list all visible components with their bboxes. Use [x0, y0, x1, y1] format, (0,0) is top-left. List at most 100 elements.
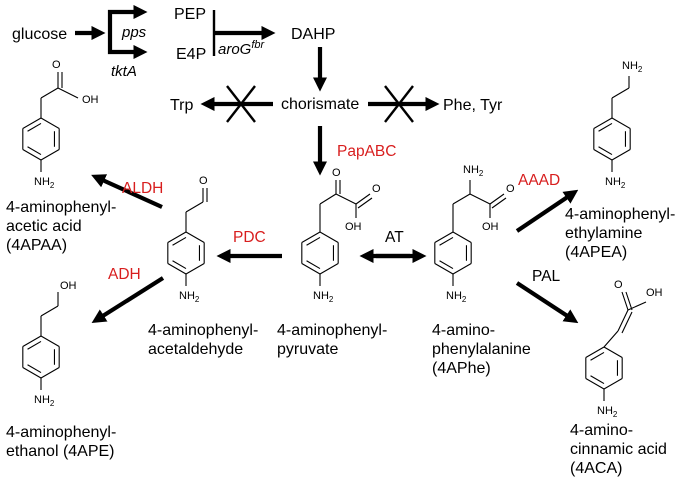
pyr-ring-double	[306, 236, 321, 246]
pal-label: PAL	[532, 268, 561, 285]
ald-nh2-sub: 2	[195, 295, 200, 304]
phe-ca	[452, 193, 471, 205]
aldh-label: ALDH	[122, 180, 163, 197]
ald-ring-bond	[167, 231, 187, 243]
e4p-label: E4P	[176, 46, 206, 63]
pyr-o: O	[332, 167, 341, 179]
pyr-o2: O	[372, 183, 381, 195]
pyr-ring-bond	[301, 263, 321, 275]
aca-name-line2: cinnamic acid	[570, 441, 667, 458]
ape-ring-bond	[40, 367, 60, 379]
aca-ring-double	[590, 351, 605, 361]
at-label: AT	[385, 229, 404, 246]
phe-block-cross-b	[384, 85, 414, 123]
pyr-ring-bond	[319, 263, 339, 275]
aca-co-a	[621, 291, 629, 311]
ald-c1	[185, 201, 204, 213]
ape-name: 4-aminophenyl- ethanol (4APE)	[6, 424, 121, 460]
apea-nh2-sub: 2	[621, 181, 626, 190]
aca-ring-bond	[585, 378, 605, 390]
pyr-co2-b	[357, 197, 373, 209]
phe-nh2: NH2	[463, 164, 484, 178]
trp-block-cross-b	[226, 85, 256, 123]
chorismate-label: chorismate	[281, 96, 359, 113]
aroG-label: aroGfbr	[218, 39, 266, 58]
aca-name-line3: (4ACA)	[570, 460, 622, 477]
apea-name-line3: (4APEA)	[565, 244, 627, 261]
apaa-name-line3: (4APAA)	[6, 237, 67, 254]
ald-nh2: NH2	[179, 290, 200, 304]
apea-c1	[611, 87, 630, 99]
apaa-name: 4-aminophenyl- acetic acid (4APAA)	[6, 199, 121, 254]
pyr-nh2-sub: 2	[329, 295, 334, 304]
apaa-nh2: NH2	[34, 176, 55, 190]
apea-nh2: NH2	[622, 60, 643, 74]
ape-ring-bond	[40, 335, 60, 347]
papabc-label: PapABC	[337, 143, 396, 160]
phe-nh2-main: NH	[446, 290, 462, 302]
phe-nh2-sub: 2	[479, 169, 484, 178]
aphe-name-line2: phenylalanine	[432, 341, 531, 358]
ald-ring-double	[172, 260, 187, 270]
tkta-arrow	[107, 33, 148, 60]
trp-label: Trp	[170, 97, 194, 114]
phe-ring-double	[439, 260, 454, 270]
ape-nh2-main: NH	[34, 394, 50, 406]
phe-ring-bond	[452, 263, 472, 275]
apaa-ring-double	[27, 122, 42, 132]
aca-oh: OH	[646, 287, 663, 299]
aca-ring-double	[590, 375, 605, 385]
aca-cc-b	[621, 311, 633, 334]
aca-cc-a	[617, 309, 629, 332]
aphe-name: 4-amino- phenylalanine (4APhe)	[432, 322, 535, 377]
ald-o: O	[199, 175, 208, 187]
pyr-c1	[319, 193, 337, 205]
phe-co-a	[489, 193, 505, 205]
ape-c1	[40, 305, 59, 317]
aca-co-b	[625, 291, 633, 311]
phe-tyr-label: Phe, Tyr	[443, 97, 503, 114]
ald-nh2-main: NH	[179, 290, 195, 302]
ape-nh2: NH2	[34, 394, 55, 408]
phe-ring-double	[439, 236, 454, 246]
apaa-coh	[57, 87, 79, 99]
pps-arrow	[107, 4, 148, 33]
apea-ring-double	[598, 146, 613, 156]
apea-nh2-main: NH	[605, 176, 621, 188]
aca-name: 4-amino- cinnamic acid (4ACA)	[570, 422, 671, 477]
ald-ring-bond	[185, 263, 205, 275]
glucose-label: glucose	[12, 26, 67, 43]
dahp-label: DAHP	[291, 26, 335, 43]
aca-nh2-sub: 2	[613, 410, 618, 419]
apaa-ring-bond	[22, 117, 42, 129]
aca-c1	[603, 330, 619, 348]
apea-ring-bond	[611, 117, 631, 129]
aca-nh2-main: NH	[597, 405, 613, 417]
pyruvate-name: 4-aminophenyl- pyruvate	[277, 322, 392, 358]
apea-name-line2: ethylamine	[565, 225, 642, 242]
pdc-label: PDC	[233, 229, 266, 246]
apaa-name-line2: acetic acid	[6, 218, 82, 235]
aca-ring-bond	[603, 346, 623, 358]
apaa-o: O	[52, 59, 61, 71]
adh-arrow	[91, 276, 165, 324]
phe-ring-bond	[452, 231, 472, 243]
pps-label: pps	[121, 24, 147, 41]
apea-ring-bond	[593, 117, 613, 129]
pyr-ring-bond	[319, 231, 339, 243]
apaa-c1	[40, 87, 59, 99]
pyr-c2	[335, 193, 357, 205]
aca-ring-bond	[603, 378, 623, 390]
aca-coh	[627, 301, 647, 311]
aaad-label: AAAD	[518, 172, 560, 189]
apea-name-line1: 4-aminophenyl-	[565, 206, 675, 223]
apaa-ring-bond	[40, 149, 60, 161]
apaa-name-line1: 4-aminophenyl-	[6, 199, 116, 216]
ape-ring-double	[27, 364, 42, 374]
apaa-oh: OH	[82, 94, 99, 106]
aaad-arrow	[515, 189, 579, 233]
apaa-ring-double	[27, 146, 42, 156]
ape-name-line1: 4-aminophenyl-	[6, 424, 116, 441]
ape-ring-bond	[22, 367, 42, 379]
